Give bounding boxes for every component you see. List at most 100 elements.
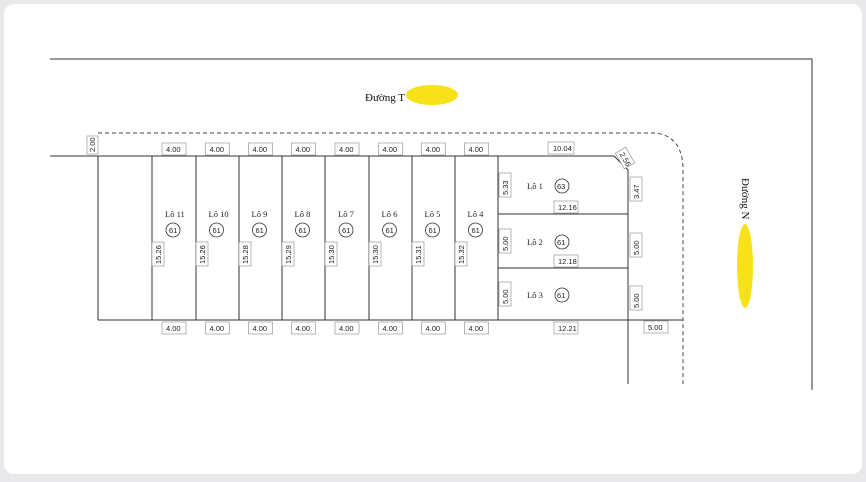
depth-dim: 15.32	[454, 241, 468, 267]
width-dim: 12.18	[553, 254, 579, 268]
front-dim: 4.00	[378, 142, 403, 156]
road-boundary-line	[50, 58, 813, 390]
rear-dim: 4.00	[291, 321, 316, 335]
street-label-right: Đường N	[739, 178, 751, 219]
area-circle	[295, 222, 310, 238]
rear-dim: 4.00	[248, 321, 273, 335]
front-dim: 4.00	[464, 142, 489, 156]
svg-text:5.00: 5.00	[501, 236, 510, 251]
area-circle	[382, 222, 397, 238]
area-circle	[209, 222, 224, 238]
lot-area: 61	[557, 291, 565, 300]
area-circle	[338, 222, 354, 238]
area-circle	[252, 222, 267, 238]
lot-lô-9: Lô 9 61 4.00 4.00 15.28	[238, 142, 273, 335]
lot-lô-8: Lô 8 61 4.00 4.00 15.29	[281, 142, 316, 335]
svg-text:4.00: 4.00	[383, 324, 398, 333]
lot-lô-6: Lô 6 61 4.00 4.00 15.30	[368, 142, 403, 335]
front-dim: 4.00	[161, 142, 187, 156]
lot-lô-4: Lô 4 61 4.00 4.00 15.32	[454, 142, 499, 335]
svg-text:4.00: 4.00	[210, 145, 225, 154]
rear-dim: 4.00	[205, 321, 230, 335]
svg-text:5.00: 5.00	[632, 293, 641, 308]
svg-text:15.31: 15.31	[414, 245, 423, 264]
left-dim: 5.00	[498, 281, 512, 307]
svg-text:15.32: 15.32	[457, 245, 466, 264]
front-dim: 4.00	[334, 142, 360, 156]
lot-name: Lô 4	[468, 209, 485, 219]
lot-name: Lô 7	[338, 209, 354, 219]
site-plan-sheet	[4, 4, 862, 474]
area-circle	[554, 287, 570, 303]
depth-dim: 15.31	[411, 241, 425, 267]
rear-dim: 4.00	[378, 321, 403, 335]
svg-text:4.00: 4.00	[383, 145, 398, 154]
svg-text:10.04: 10.04	[553, 144, 572, 153]
street-label-top: Đường T	[365, 92, 405, 104]
svg-text:12.16: 12.16	[558, 203, 577, 212]
svg-text:15.29: 15.29	[284, 245, 293, 264]
svg-text:15.26: 15.26	[198, 245, 207, 264]
right-dim: 5.00	[629, 232, 643, 258]
svg-text:5.00: 5.00	[648, 323, 663, 332]
area-circle	[554, 234, 570, 250]
lot-area: 61	[169, 226, 177, 235]
lot-area: 61	[213, 226, 221, 235]
lot-area: 61	[299, 226, 307, 235]
lot-area: 61	[429, 226, 437, 235]
lot-area: 61	[472, 226, 480, 235]
svg-text:5.00: 5.00	[632, 240, 641, 255]
left-dim: 5.00	[498, 228, 512, 254]
svg-text:4.00: 4.00	[296, 145, 311, 154]
svg-text:3.47: 3.47	[632, 184, 641, 199]
redaction-mark-right	[737, 224, 753, 308]
lot-name: Lô 9	[252, 209, 268, 219]
lot-name: Lô 8	[295, 209, 311, 219]
lot-name: Lô 10	[209, 209, 229, 219]
svg-text:4.00: 4.00	[469, 324, 484, 333]
front-dim: 4.00	[291, 142, 316, 156]
area-circle	[468, 222, 483, 238]
svg-text:4.00: 4.00	[426, 145, 441, 154]
lot-area: 61	[256, 226, 264, 235]
lot-area: 61	[557, 238, 565, 247]
corner-width-dim: 10.04	[547, 141, 575, 155]
svg-text:5.33: 5.33	[501, 180, 510, 195]
depth-dim: 15.26	[151, 241, 165, 267]
left-dim: 5.33	[498, 172, 512, 198]
lot-name: Lô 6	[382, 209, 398, 219]
rear-dim: 4.00	[334, 321, 360, 335]
setback-dim: 2.00	[86, 135, 99, 155]
svg-text:4.00: 4.00	[469, 145, 484, 154]
svg-text:2.00: 2.00	[88, 137, 97, 152]
front-dim: 4.00	[205, 142, 230, 156]
svg-text:15.28: 15.28	[241, 245, 250, 264]
area-circle	[554, 178, 570, 194]
svg-text:15.30: 15.30	[371, 245, 380, 264]
lot-area: 61	[386, 226, 394, 235]
lot-lô-10: Lô 10 61 4.00 4.00 15.26	[195, 142, 230, 335]
redaction-mark-top	[406, 85, 458, 105]
right-dim: 5.00	[629, 285, 643, 311]
svg-text:4.00: 4.00	[253, 145, 268, 154]
svg-text:15.30: 15.30	[327, 245, 336, 264]
setback-dashed-line	[98, 132, 684, 385]
svg-text:5.00: 5.00	[501, 289, 510, 304]
svg-text:4.00: 4.00	[210, 324, 225, 333]
svg-text:12.21: 12.21	[558, 324, 577, 333]
svg-text:4.00: 4.00	[166, 145, 181, 154]
lot-area: 63	[557, 182, 565, 191]
svg-text:4.00: 4.00	[339, 324, 354, 333]
chamfer-dim: 2.56	[614, 146, 636, 170]
svg-text:4.00: 4.00	[166, 324, 181, 333]
right-dim: 3.47	[629, 176, 643, 202]
lot-lô-1: Lô 1 63 5.33 3.47 12.16	[498, 172, 643, 214]
front-dim: 4.00	[248, 142, 273, 156]
svg-text:4.00: 4.00	[339, 145, 354, 154]
lot-name: Lô 1	[527, 181, 543, 191]
rear-dim: 4.00	[421, 321, 446, 335]
